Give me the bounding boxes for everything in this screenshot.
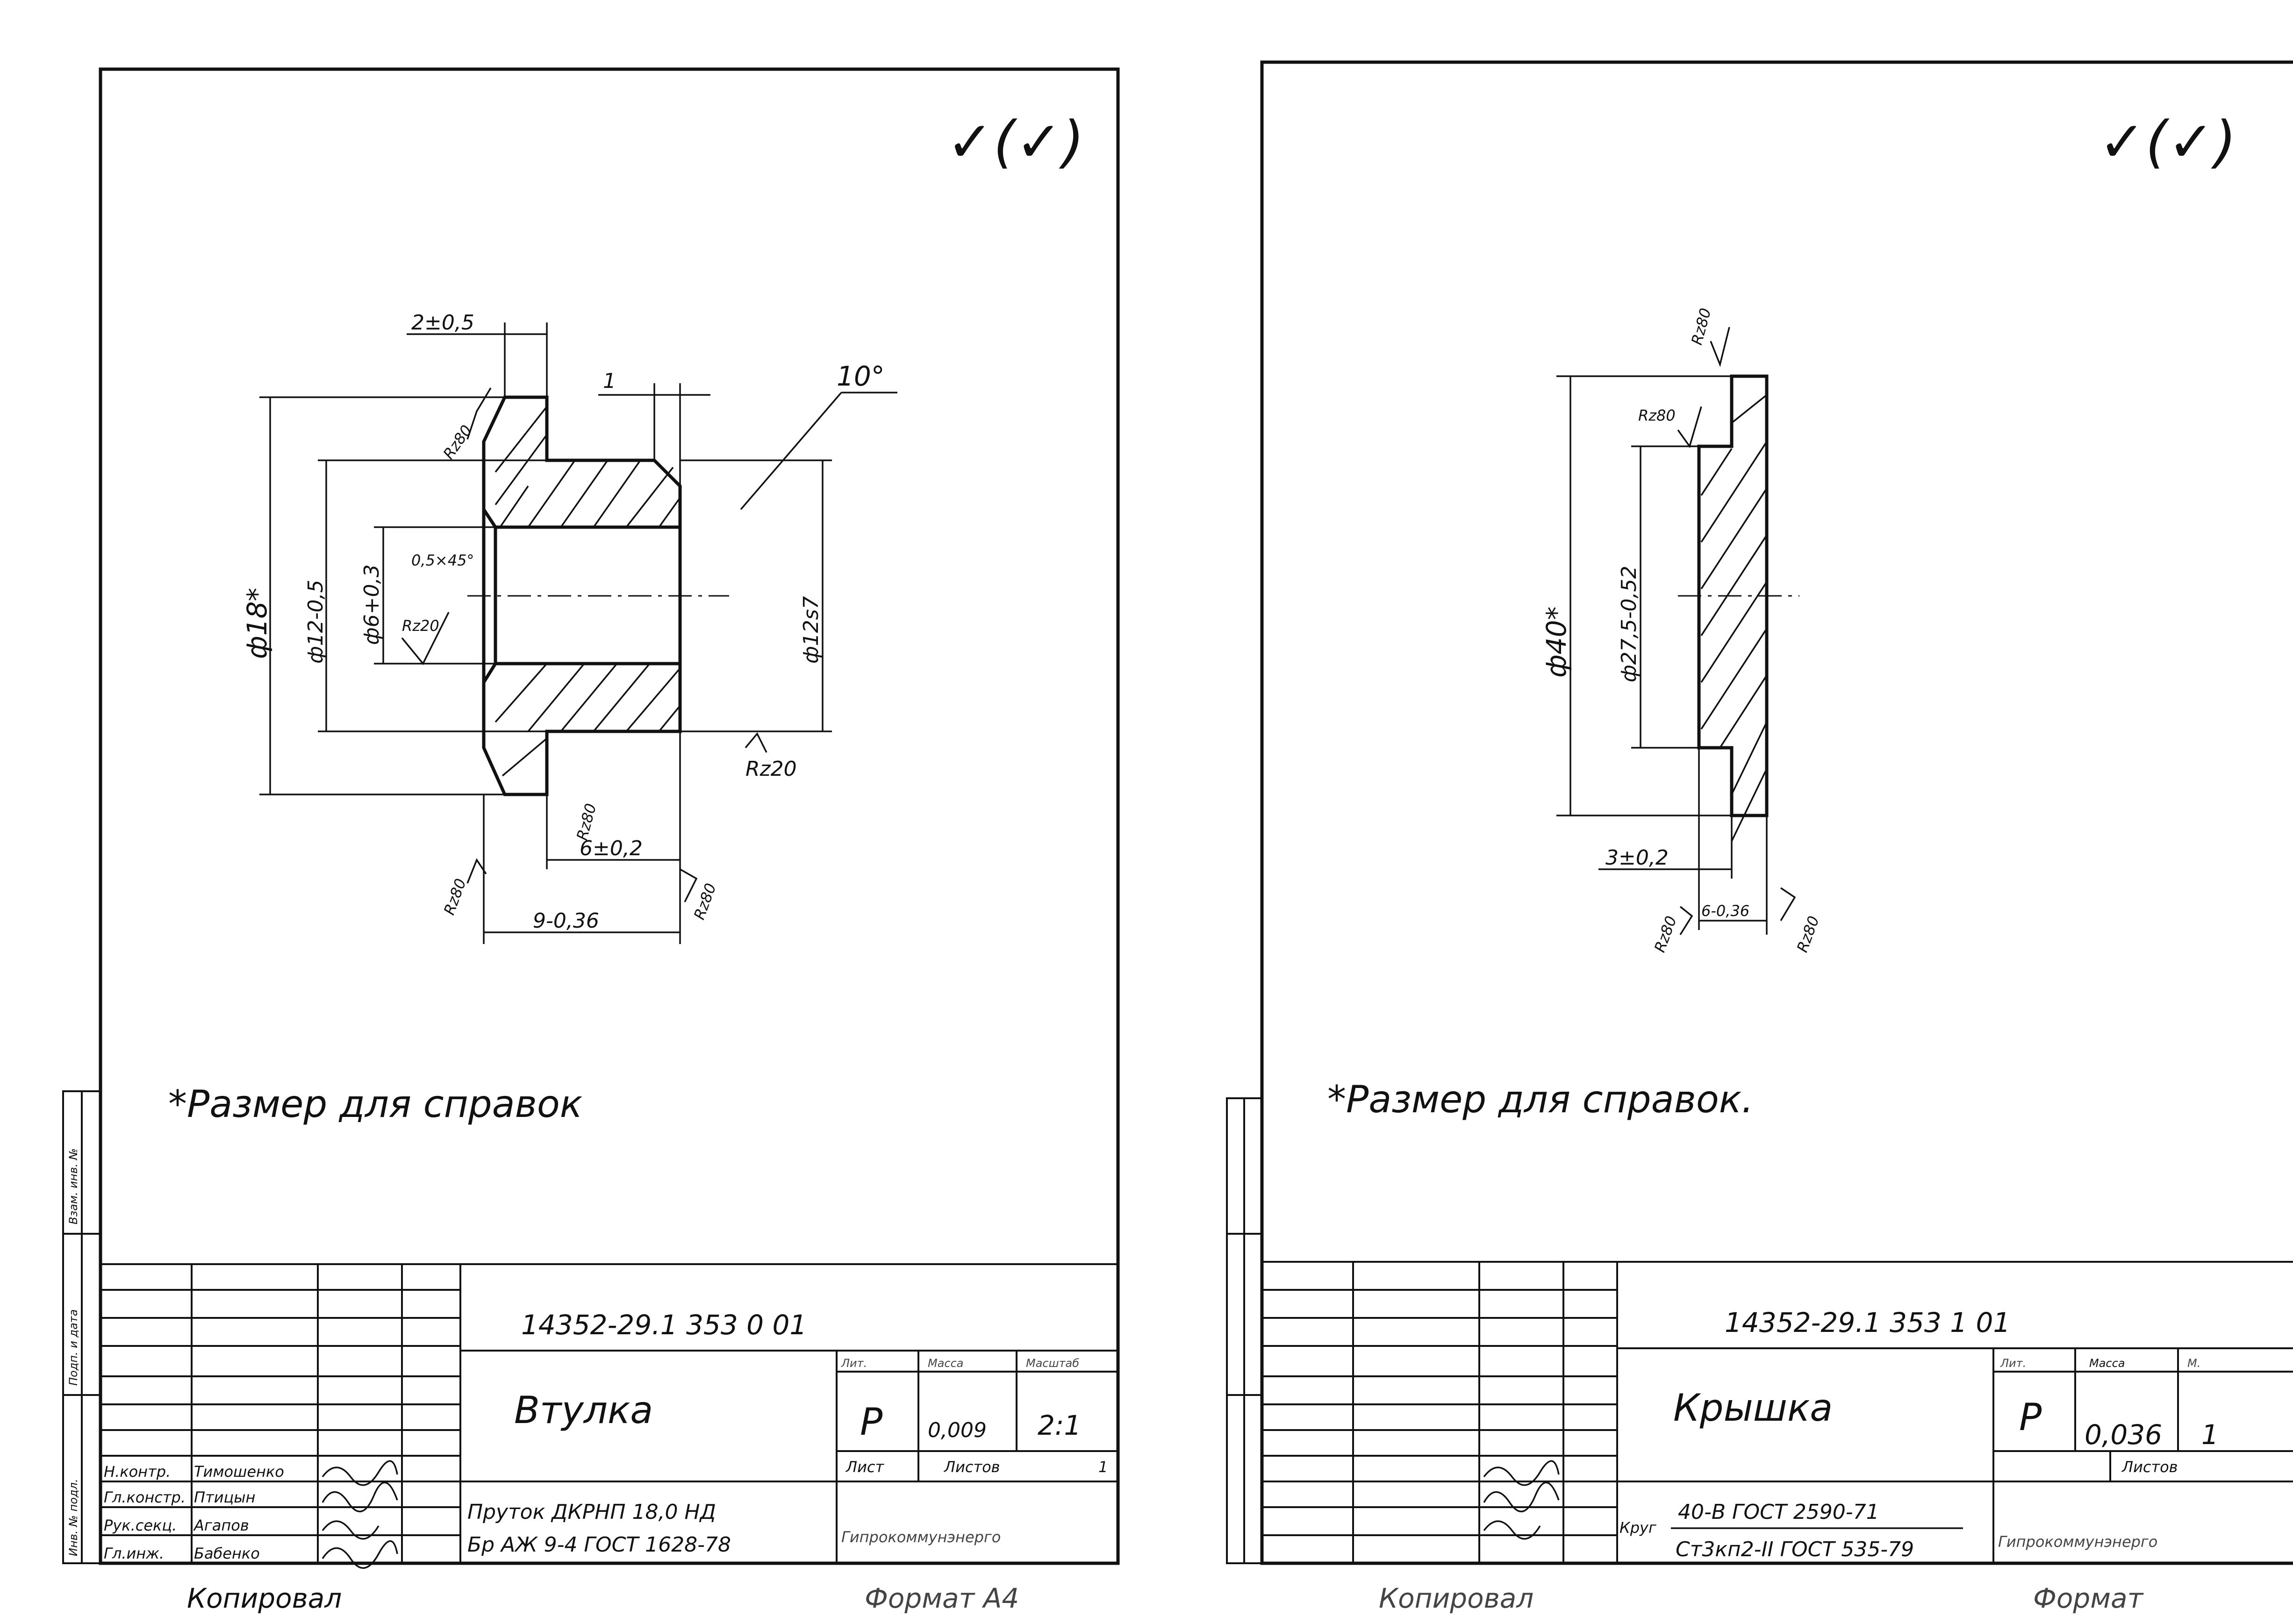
mass-head-left: Масса: [928, 1357, 964, 1370]
lit-head-right: Лит.: [2000, 1357, 2026, 1370]
dim-d40: ф40*: [1541, 607, 1572, 678]
sheets-label-right: Листов: [2121, 1458, 2178, 1476]
rz80-top-right: Rz80: [1688, 306, 1714, 347]
rz20-bore: Rz20: [402, 617, 439, 635]
mass-left: 0,009: [928, 1418, 987, 1442]
roughness-symbol: ✓(✓): [946, 110, 1084, 175]
hatching-cover: [1700, 394, 1768, 842]
note-reference-size-right: *Размер для справок.: [1327, 1078, 1754, 1121]
dimension-lines-left: [269, 333, 897, 933]
sheets-label-left: Листов: [944, 1458, 1000, 1476]
mass-right: 0,036: [2085, 1419, 2162, 1451]
hatching-lower: [494, 663, 681, 777]
roughness-marks-left: [401, 387, 767, 902]
name-2-left: Птицын: [194, 1488, 255, 1506]
title-block-right: [1262, 1261, 2293, 1563]
dim-chamfer: 0,5×45°: [411, 551, 474, 569]
dim-len-6: 6±0,2: [580, 837, 643, 860]
roughness-marks-right: [1677, 327, 1796, 935]
doc-number-left: 14352-29.1 353 0 01: [521, 1309, 807, 1341]
rz80-inner-right: Rz80: [1638, 407, 1676, 424]
dim-d12-shaft: ф12s7: [799, 596, 823, 664]
dim-len-6-right: 6-0,36: [1701, 902, 1749, 920]
roughness-symbol-right: ✓(✓): [2099, 110, 2236, 175]
dim-len-3: 3±0,2: [1605, 846, 1669, 870]
side-label-3: Взам. инв. №: [67, 1148, 80, 1224]
role-4-left: Гл.инж.: [104, 1545, 164, 1562]
part-outline-cover: [1697, 374, 1769, 817]
role-2-left: Гл.констр.: [104, 1488, 186, 1506]
material-1-right: 40-В ГОСТ 2590-71: [1678, 1500, 1879, 1524]
material-prefix-right: Круг: [1619, 1519, 1656, 1537]
dimension-lines-right: [1569, 376, 1767, 922]
dim-d6: ф6+0,3: [360, 565, 384, 645]
org-left: Гипрокоммунэнерго: [841, 1528, 1001, 1546]
drawing-left: Инв. № подл. Подп. и дата Взам. инв. № ✓…: [62, 67, 1120, 1614]
note-reference-size: *Размер для справок: [168, 1082, 582, 1126]
frame-left: [99, 67, 1120, 1565]
rz20-shaft: Rz20: [745, 757, 797, 781]
rz80-bottom-right-right: Rz80: [1793, 914, 1823, 955]
name-4-left: Бабенко: [194, 1545, 260, 1562]
signatures-right: [1483, 1460, 1560, 1540]
rz80-top: Rz80: [439, 422, 475, 462]
doc-number-right: 14352-29.1 353 1 01: [1725, 1307, 2010, 1338]
scale-left: 2:1: [1038, 1409, 1081, 1441]
dim-shoulder: 1: [603, 369, 616, 393]
title-block-left: [100, 1263, 1118, 1563]
dim-chamfer-width: 2±0,5: [411, 311, 474, 335]
part-outline-bushing: [482, 395, 682, 796]
material-1-left: Пруток ДКРНП 18,0 НД: [467, 1500, 716, 1524]
hatching-upper: [494, 406, 681, 528]
extension-lines-right: [1556, 375, 1768, 935]
part-name-right: Крышка: [1673, 1386, 1833, 1430]
rz80-bottom-left-right: Rz80: [1651, 914, 1680, 955]
rz80-right-bottom: Rz80: [690, 881, 720, 922]
extension-lines-left: [259, 322, 832, 944]
format-left: Формат А4: [865, 1582, 1019, 1614]
role-3-left: Рук.секц.: [104, 1517, 177, 1534]
frame-right: [1260, 60, 2293, 1565]
signatures-left: [322, 1460, 398, 1569]
side-label-2: Подп. и дата: [67, 1309, 80, 1386]
dim-len-9: 9-0,36: [533, 909, 599, 933]
drawing-right: ✓(✓): [1226, 60, 2293, 1614]
rz80-left-bottom: Rz80: [440, 876, 470, 917]
dim-d18: ф18*: [241, 588, 273, 659]
format-right: Формат: [2033, 1582, 2144, 1614]
side-strip-left: [62, 1090, 101, 1564]
side-label-1: Инв. № подл.: [67, 1479, 80, 1556]
lit-left: Р: [860, 1400, 883, 1444]
copied-right: Копировал: [1379, 1582, 1533, 1614]
scale-head-right: М.: [2187, 1357, 2200, 1370]
copied-left: Копировал: [187, 1582, 342, 1614]
sheet-label-left: Лист: [846, 1458, 884, 1476]
lit-right: Р: [2019, 1395, 2042, 1439]
scale-head-left: Масштаб: [1026, 1357, 1079, 1370]
sheets-value-left: 1: [1098, 1458, 1108, 1476]
dim-d12-bore: ф12-0,5: [304, 580, 328, 664]
lit-head-left: Лит.: [841, 1357, 867, 1370]
material-2-left: Бр АЖ 9-4 ГОСТ 1628-78: [467, 1533, 731, 1557]
dim-d27: ф27,5-0,52: [1617, 566, 1641, 682]
org-right: Гипрокоммунэнерго: [1998, 1533, 2157, 1551]
mass-head-right: Масса: [2089, 1357, 2125, 1370]
dim-angle: 10°: [837, 360, 885, 392]
name-3-left: Агапов: [193, 1517, 249, 1534]
part-name-left: Втулка: [514, 1388, 653, 1432]
side-strip-right: [1226, 1097, 1263, 1564]
scale-right: 1: [2201, 1419, 2219, 1451]
name-1-left: Тимошенко: [194, 1463, 284, 1481]
role-1-left: Н.контр.: [104, 1463, 171, 1481]
material-2-right: Ст3кп2-II ГОСТ 535-79: [1676, 1538, 1914, 1561]
